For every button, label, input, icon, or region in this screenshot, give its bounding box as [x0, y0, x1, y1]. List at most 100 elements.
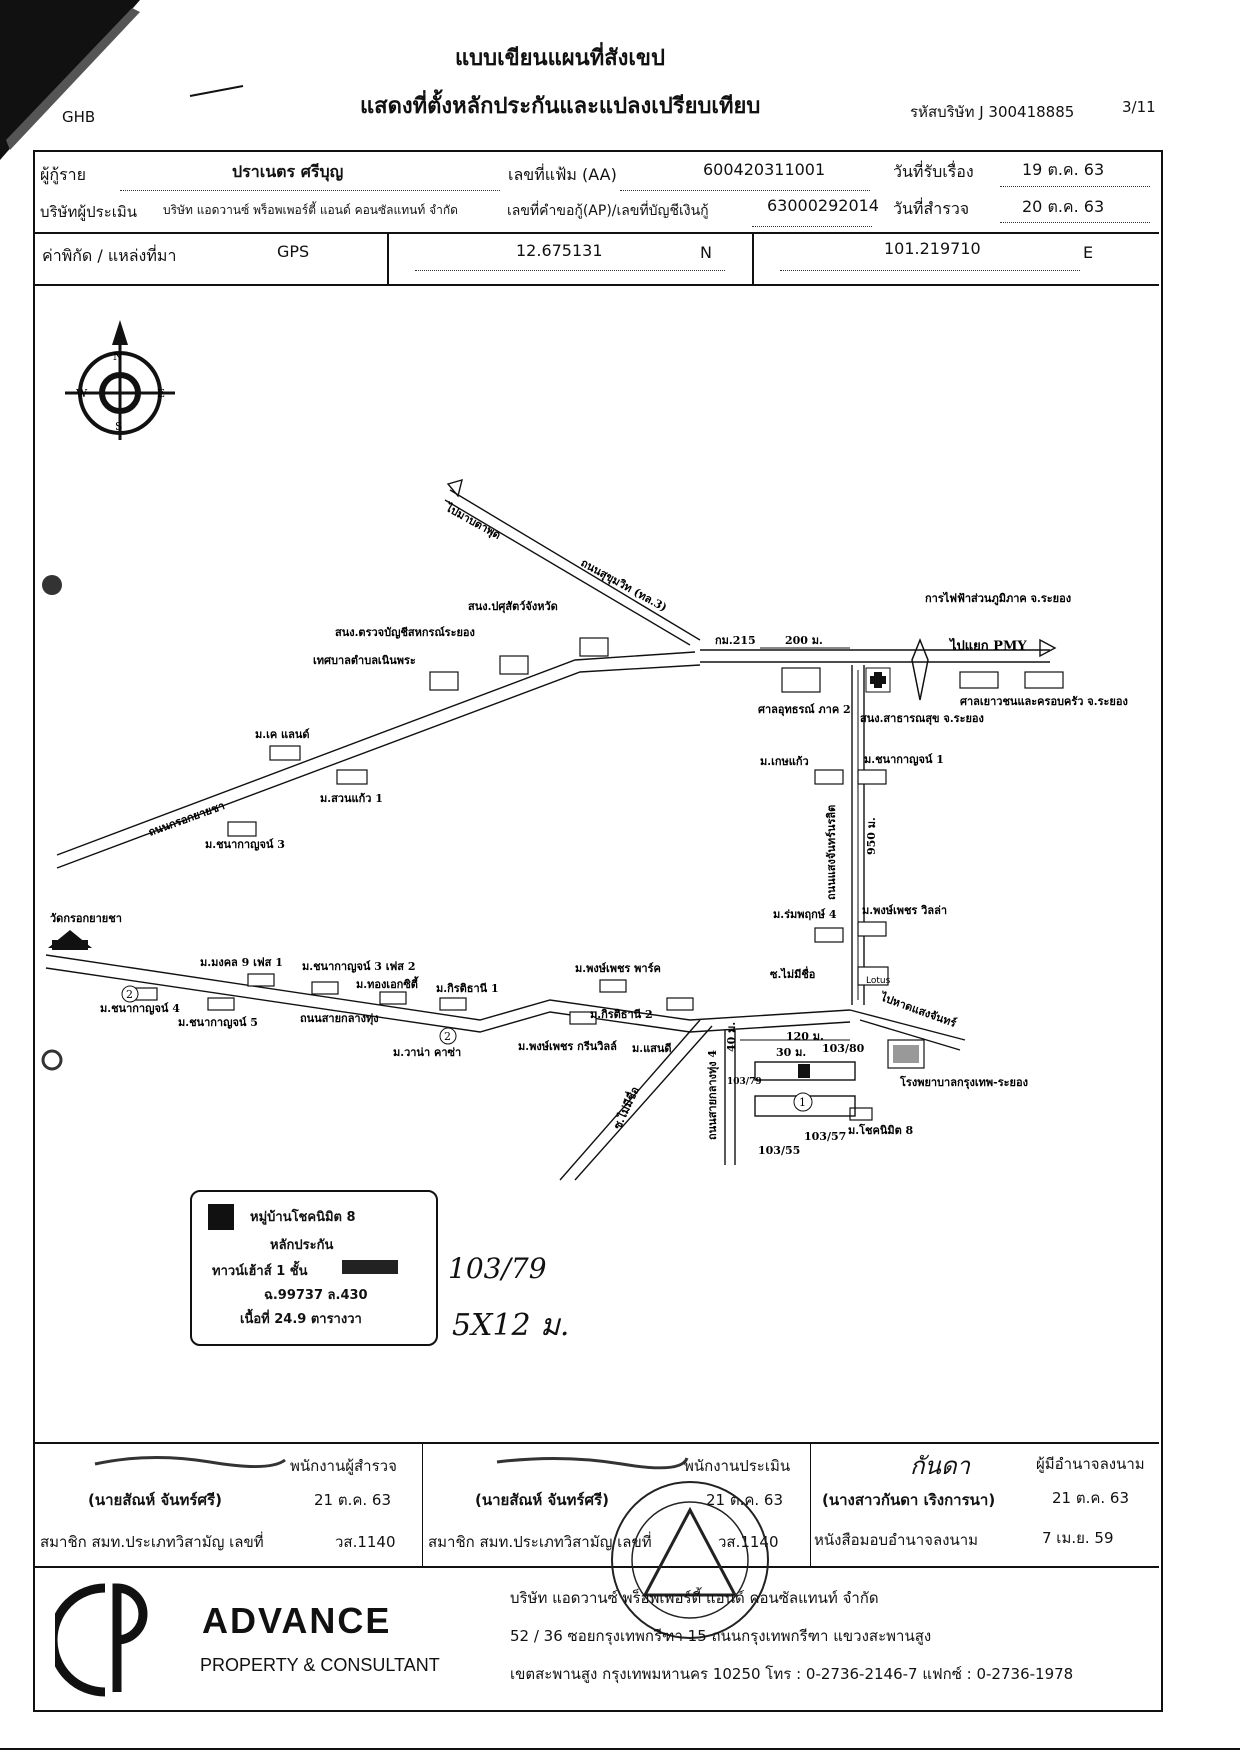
- surveyor-member-label: สมาชิก สมท.ประเภทวิสามัญ เลขที่: [40, 1533, 264, 1551]
- survey-dots: [1000, 222, 1150, 223]
- label-chanakarn1: ม.ชนากาญจน์ 1: [864, 753, 944, 766]
- legend-line3: ทาวน์เฮ้าส์ 1 ชั้น: [212, 1264, 308, 1279]
- road-to-pmy: ไปแยก PMY: [948, 637, 1027, 654]
- punch-hole: [41, 1049, 63, 1071]
- surveyor-role: พนักงานผู้สำรวจ: [290, 1457, 397, 1475]
- company-stamp: [611, 1481, 769, 1639]
- sig-bottom-line: [35, 1566, 1159, 1568]
- label-k-land: ม.เค แลนด์: [255, 728, 310, 741]
- plot-103-79: 103/79: [727, 1077, 762, 1087]
- km215: กม.215: [715, 634, 756, 647]
- brand-name: ADVANCE: [202, 1600, 392, 1641]
- title-line1: แบบเขียนแผนที่สังเขป: [455, 46, 665, 71]
- dist-30: 30 ม.: [776, 1046, 806, 1059]
- label-livestock: สนง.ปศุสัตว์จังหวัด: [468, 600, 558, 614]
- label-coop-audit: สนง.ตรวจบัญชีสหกรณ์ระยอง: [335, 626, 475, 639]
- signatory-date: 21 ต.ค. 63: [1052, 1489, 1130, 1507]
- label-pea: การไฟฟ้าส่วนภูมิภาค จ.ระยอง: [925, 591, 1071, 606]
- company-logo-icon: [55, 1583, 148, 1697]
- brand-sub: PROPERTY & CONSULTANT: [200, 1655, 440, 1675]
- plot-103-55: 103/55: [758, 1144, 800, 1157]
- label-appeal-court: ศาลอุทธรณ์ ภาค 2: [758, 703, 851, 717]
- borrower-name: ปราเนตร ศรีบุญ: [232, 162, 344, 181]
- compass-n: N: [113, 350, 123, 363]
- legend-line4: ฉ.99737 ล.430: [264, 1288, 368, 1303]
- handwritten-plot: 103/79: [448, 1252, 547, 1285]
- legend-box: หมู่บ้านโชคนิมิต 8 หลักประกัน ทาวน์เฮ้าส…: [190, 1190, 438, 1346]
- label-kitthanee1: ม.กิรติธานี 1: [436, 982, 499, 995]
- appraiser-role: พนักงานประเมิน: [684, 1457, 791, 1475]
- plot-103-80: 103/80: [822, 1042, 865, 1055]
- lat-dots: [415, 270, 725, 271]
- redacted-mark: [342, 1260, 398, 1274]
- request-no: 63000292014: [767, 196, 879, 215]
- footer-company: บริษัท แอดวานซ์ พร็อพเพอร์ตี้ แอนด์ คอนซ…: [510, 1589, 879, 1607]
- appraiser-name: บริษัท แอดวานซ์ พร็อพเพอร์ตี้ แอนด์ คอนซ…: [163, 203, 458, 217]
- sig-sep1: [422, 1444, 423, 1566]
- label-sandee: ม.แสนดี: [632, 1042, 672, 1055]
- signatory-role: ผู้มีอำนาจลงนาม: [1036, 1455, 1145, 1473]
- appraiser-signature: [496, 1456, 689, 1470]
- request-dots: [752, 226, 872, 227]
- page-bottom-line: [0, 1748, 1240, 1750]
- sig-top-line: [35, 1442, 1159, 1444]
- signatory-delegate-label: หนังสือมอบอำนาจลงนาม: [814, 1531, 979, 1549]
- legend-swatch: [208, 1204, 234, 1230]
- marker-2b: 2: [444, 1030, 451, 1043]
- label-pongphet-villa: ม.พงษ์เพชร วิลล่า: [862, 904, 947, 917]
- appraiser-label: บริษัทผู้ประเมิน: [40, 203, 138, 221]
- corner-label: GHB: [62, 108, 96, 126]
- footer-address2: เขตสะพานสูง กรุงเทพมหานคร 10250 โทร : 0-…: [510, 1665, 1074, 1683]
- dist-200: 200 ม.: [785, 634, 823, 647]
- label-health-office: สนง.สาธารณสุข จ.ระยอง: [860, 712, 984, 726]
- signatory-signature: กันดา: [910, 1452, 970, 1480]
- label-chanakarn3: ม.ชนากาญจน์ 3: [205, 838, 285, 851]
- legend-line1: หมู่บ้านโชคนิมิต 8: [250, 1210, 356, 1225]
- label-thong-ek: ม.ทองเอกซิตี้: [356, 976, 419, 991]
- survey-date: 20 ต.ค. 63: [1022, 197, 1105, 216]
- info-divider: [35, 232, 1159, 234]
- compass-e: E: [157, 387, 165, 400]
- received-label: วันที่รับเรื่อง: [893, 162, 974, 181]
- label-chanakarn4: ม.ชนากาญจน์ 4: [100, 1002, 180, 1015]
- label-chanakarn3p2: ม.ชนากาญจน์ 3 เฟส 2: [302, 960, 415, 973]
- lon-dots: [780, 270, 1080, 271]
- label-pongphet-park: ม.พงษ์เพชร พาร์ค: [575, 962, 661, 975]
- signatory-delegate-date: 7 เม.ย. 59: [1042, 1529, 1114, 1547]
- surveyor-date: 21 ต.ค. 63: [314, 1491, 392, 1509]
- coord-divider: [35, 284, 1159, 286]
- compass-icon: N S E W: [65, 320, 175, 440]
- label-suan-kaew: ม.สวนแก้ว 1: [320, 792, 383, 805]
- received-dots: [1000, 186, 1150, 187]
- pen-stroke: [189, 85, 244, 97]
- label-wat: วัดกรอกยายชา: [50, 912, 122, 925]
- road-sai-klang-thung: ถนนสายกลางทุ่ง: [300, 1012, 379, 1026]
- corner-mark: [0, 0, 140, 160]
- punch-hole: [42, 575, 62, 595]
- label-ket-kaew: ม.เกษแก้ว: [760, 755, 809, 768]
- page-number: 3/11: [1122, 98, 1156, 116]
- label-wanna: ม.วาน่า คาซ่า: [393, 1046, 461, 1059]
- received-date: 19 ต.ค. 63: [1022, 160, 1105, 179]
- survey-label: วันที่สำรวจ: [893, 199, 970, 218]
- plot-marker-1: 1: [799, 1096, 806, 1109]
- borrower-dots: [120, 190, 500, 191]
- label-lotus: Lotus: [866, 976, 891, 986]
- file-no-dots: [620, 190, 870, 191]
- label-chanakarn5: ม.ชนากาญจน์ 5: [178, 1016, 258, 1029]
- coord-sep2: [752, 234, 754, 284]
- road-to-ban-phe: ไปมาบตาพุด: [441, 499, 503, 542]
- dist-950: 950 ม.: [865, 817, 878, 855]
- compass-s: S: [115, 420, 123, 433]
- surveyor-signature: [94, 1455, 286, 1469]
- request-label: เลขที่คำขอกู้(AP)/เลขที่บัญชีเงินกู้: [507, 203, 709, 219]
- road-to-hat-saeng-chan: ไปหาดแสงจันทร์: [877, 989, 958, 1030]
- label-juvenile-court: ศาลเยาวชนและครอบครัว จ.ระยอง: [960, 695, 1128, 708]
- legend-line5: เนื้อที่ 24.9 ตารางวา: [240, 1312, 362, 1327]
- road-soi-no-name: ซ.ไม่มีชื่อ: [770, 966, 815, 981]
- handwritten-size: 5X12 ม.: [452, 1308, 570, 1343]
- appraiser-sig-name: (นายสัณห์ จันทร์ศรี): [475, 1491, 609, 1509]
- road-krok-yai-cha: ถนนกรอกยายชา: [147, 799, 227, 839]
- road-sai-klang-thung4: ถนนสายกลางทุ่ง 4: [706, 1050, 720, 1140]
- marker-2a: 2: [126, 988, 133, 1001]
